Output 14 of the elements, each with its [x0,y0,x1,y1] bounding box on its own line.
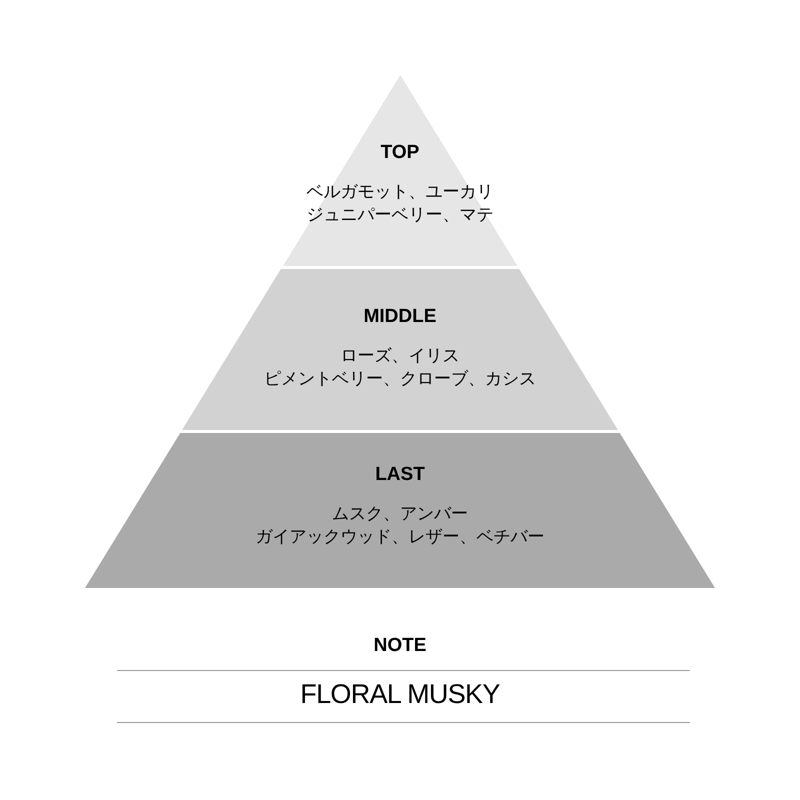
tier-heading: TOP [380,143,420,162]
pyramid-tier [282,75,518,266]
pyramid-tier [182,269,618,430]
ingredient-list: ローズ、イリス [340,344,460,367]
ingredient-list: ベルガモット、ユーカリ [306,180,494,203]
ingredient-list: ジュニパーベリー、マテ [306,203,494,226]
note-heading: NOTE [374,636,426,655]
tier-heading: LAST [375,465,425,484]
ingredient-list: ピメントベリー、クローブ、カシス [264,367,536,390]
note-name: FLORAL MUSKY [300,681,500,708]
pyramid-tier [85,433,715,588]
ingredient-list: ガイアックウッド、レザー、ベチバー [256,525,544,548]
tier-heading: MIDDLE [364,307,436,326]
ingredient-list: ムスク、アンバー [332,502,468,525]
